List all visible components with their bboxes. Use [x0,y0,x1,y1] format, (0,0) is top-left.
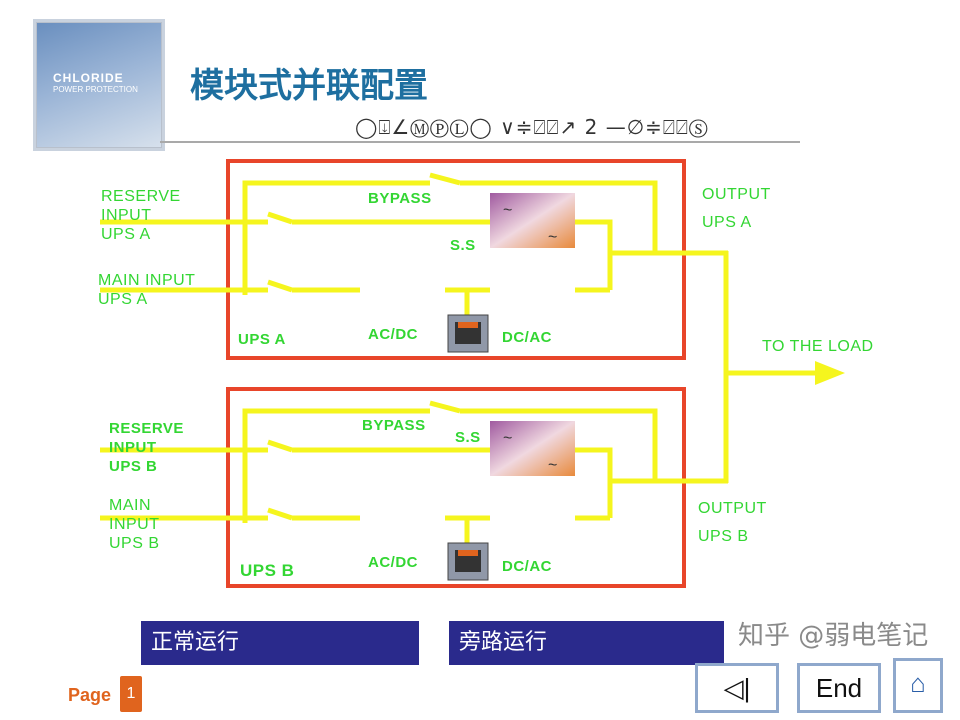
ups-b-block: ~ ~ [100,387,728,588]
acdc-a-label: AC/DC [368,326,418,343]
load-arrow-icon [815,361,845,385]
ups-frame [226,159,686,360]
ss-b-label: S.S [455,429,481,446]
chloride-logo: CHLORIDE POWER PROTECTION [36,22,162,148]
logo-line1: CHLORIDE [53,71,124,85]
symbol-line: ◯⍗∠ⓂⓅⓁ◯ ∨≑⍁⍁↗ 2 —∅≑⍁⍁Ⓢ [355,115,709,139]
home-button[interactable]: ⌂ [893,658,943,713]
svg-text:~: ~ [548,457,557,474]
bypass-operation-button[interactable]: 旁路运行 [449,621,724,665]
logo-line2: POWER PROTECTION [53,85,138,94]
ac-icon: ~ [503,202,512,219]
ss-a-label: S.S [450,237,476,254]
bypass-a-label: BYPASS [368,190,432,207]
ups-a-name: UPS A [238,331,286,348]
ups-b-name: UPS B [240,561,295,580]
watermark: 知乎 @弱电笔记 [738,621,929,651]
normal-operation-button[interactable]: 正常运行 [141,621,419,665]
ups-a-block: ~ ~ [100,159,728,360]
page-label: Page [68,685,112,705]
page-title: 模块式并联配置 [190,66,428,106]
dcac-b-label: DC/AC [502,558,552,575]
back-icon: ◁| [723,673,751,703]
output-bus [723,251,818,483]
ac-icon: ~ [548,229,557,246]
end-button[interactable]: End [797,663,881,713]
acdc-b-label: AC/DC [368,554,418,571]
static-switch [490,193,575,248]
load-label: TO THE LOAD [762,338,874,355]
dcac-a-label: DC/AC [502,329,552,346]
wires [100,172,728,315]
page-number[interactable]: 1 [120,676,142,712]
home-icon: ⌂ [910,668,926,698]
bypass-b-label: BYPASS [362,417,426,434]
title-divider [160,141,800,143]
back-button[interactable]: ◁| [695,663,779,713]
svg-text:~: ~ [503,430,512,447]
